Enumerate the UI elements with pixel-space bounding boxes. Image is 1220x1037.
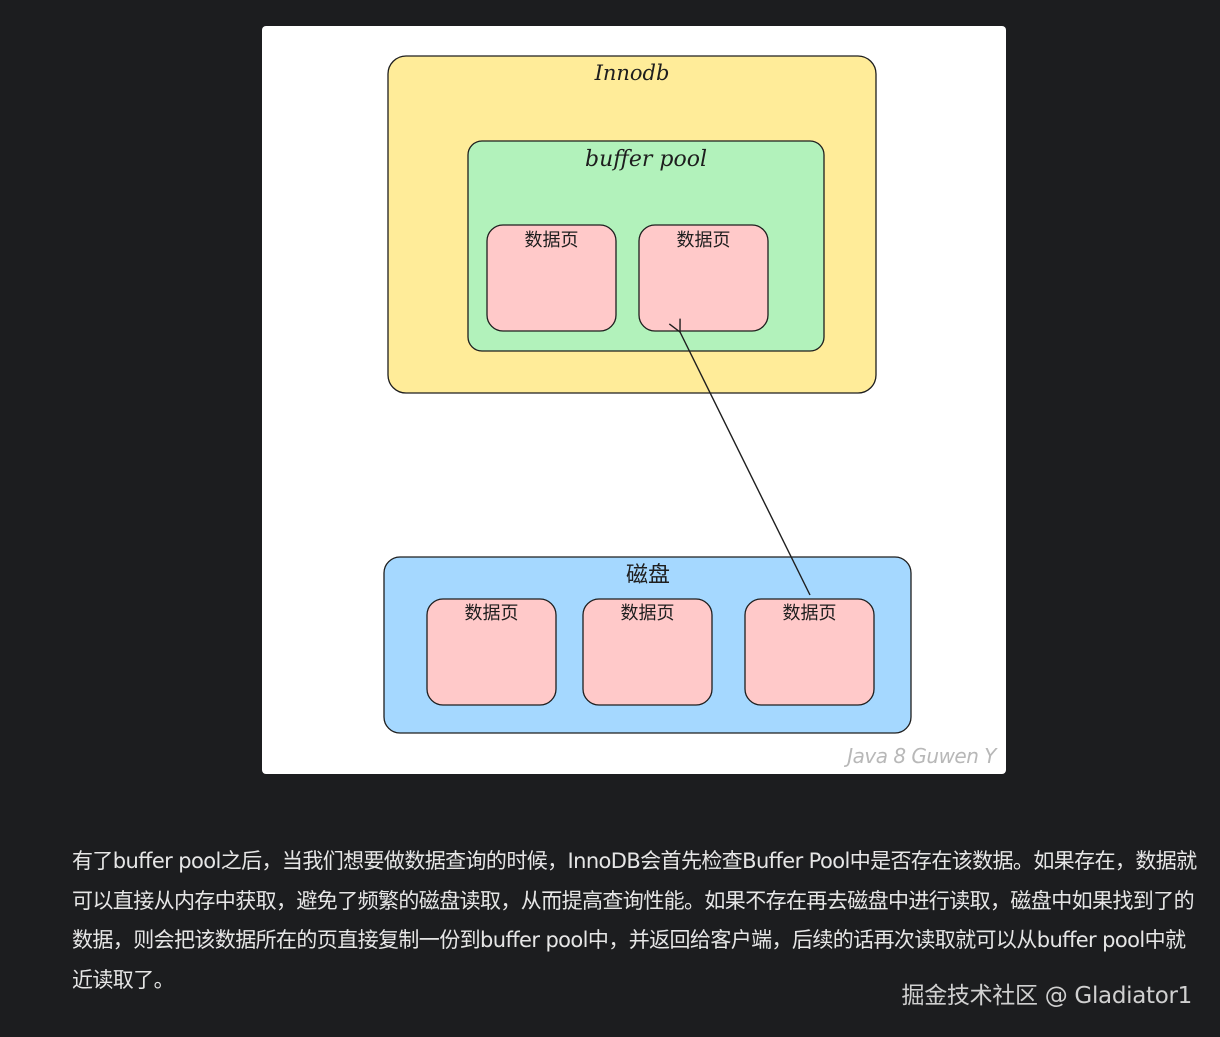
disk-page-1 (426, 598, 557, 706)
disk-page-2-label: 数据页 (621, 603, 675, 624)
image-watermark: Java 8 Guwen Y (847, 744, 996, 768)
disk-page-1-label: 数据页 (465, 603, 519, 624)
site-watermark: 掘金技术社区 @ Gladiator1 (901, 983, 1193, 1009)
buffer-pool-page-2-label: 数据页 (677, 230, 731, 251)
innodb-label: Innodb (594, 61, 670, 85)
buffer-pool-label: buffer pool (585, 147, 707, 172)
disk-page-3 (744, 598, 875, 706)
diagram-canvas: Innodb buffer pool 数据页 数据页 磁盘 数据页 数据页 数据… (383, 55, 912, 734)
disk-page-2 (582, 598, 713, 706)
diagram-figure: Innodb buffer pool 数据页 数据页 磁盘 数据页 数据页 数据… (262, 26, 1006, 774)
disk-page-3-label: 数据页 (783, 603, 837, 624)
article-paragraph: 有了buffer pool之后，当我们想要做数据查询的时候，InnoDB会首先检… (72, 849, 1197, 992)
disk-label: 磁盘 (626, 563, 670, 588)
buffer-pool-page-1 (486, 224, 617, 332)
load-page-arrow (680, 332, 811, 596)
buffer-pool-page-2 (638, 224, 769, 332)
buffer-pool-page-1-label: 数据页 (525, 230, 579, 251)
